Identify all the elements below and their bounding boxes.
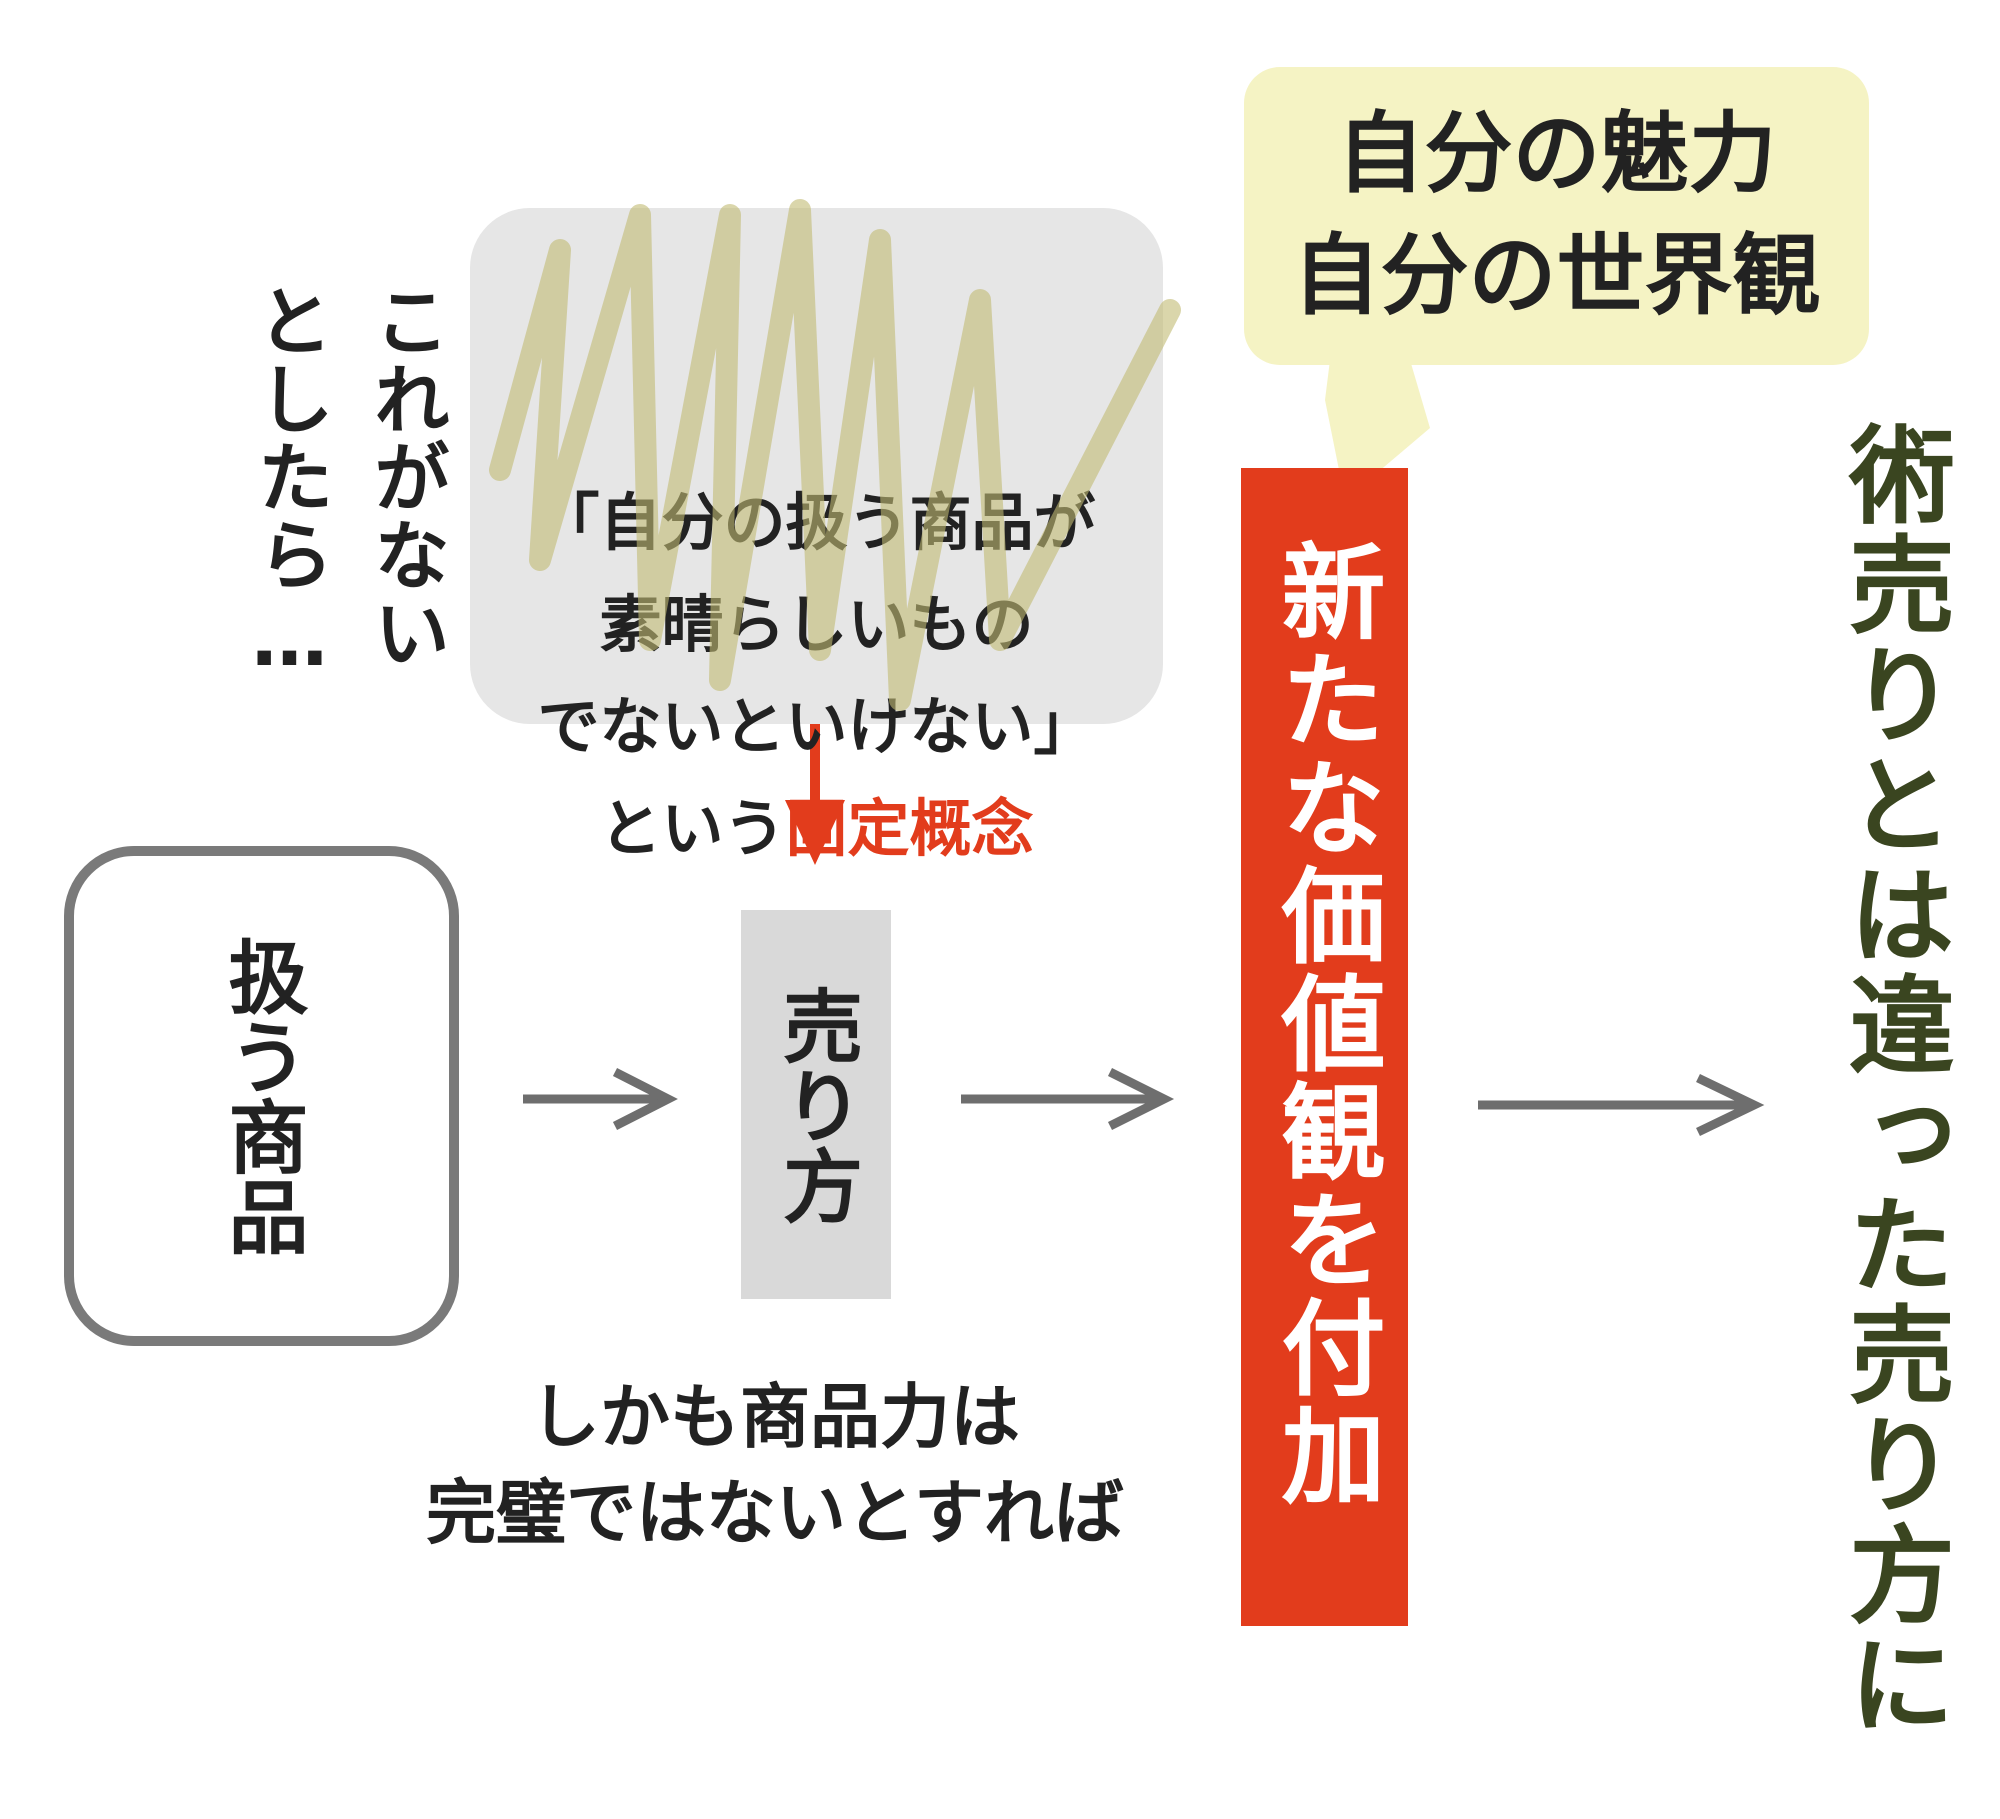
yellow-pointer bbox=[1325, 360, 1430, 500]
fixed-idea-line: 「自分の扱う商品が bbox=[537, 486, 1096, 559]
fixed-idea-bubble: 「自分の扱う商品が 素晴らしいもの でないといけない」 という固定概念 bbox=[470, 208, 1163, 860]
fixed-idea-highlight: 固定概念 bbox=[785, 792, 1034, 865]
fixed-idea-line: 素晴らしいもの bbox=[599, 588, 1034, 661]
fixed-idea-line: という固定概念 bbox=[470, 798, 1163, 860]
new-value-bar: 新たな価値観を付加 bbox=[1241, 468, 1408, 1626]
arrow-value-to-result bbox=[1478, 1073, 1765, 1137]
appeal-line: 自分の世界観 bbox=[1292, 224, 1821, 327]
bottom-note-line: 完璧ではないとすれば bbox=[426, 1472, 1124, 1554]
bottom-note-line: しかも商品力は bbox=[530, 1376, 1020, 1458]
condition-line-1: これがない bbox=[361, 282, 450, 672]
arrow-selling-to-value bbox=[961, 1067, 1175, 1131]
product-box: 扱う商品 bbox=[64, 846, 459, 1346]
result-label: 術売りとは違った売り方に bbox=[1831, 420, 1954, 1740]
new-value-label: 新たな価値観を付加 bbox=[1263, 538, 1385, 1510]
arrow-product-to-selling bbox=[523, 1067, 678, 1131]
selling-method-box: 売り方 bbox=[741, 910, 891, 1299]
appeal-box: 自分の魅力 自分の世界観 bbox=[1244, 67, 1869, 365]
appeal-line: 自分の魅力 bbox=[1336, 102, 1777, 205]
selling-method-label: 売り方 bbox=[770, 984, 863, 1225]
fixed-idea-prefix: という bbox=[599, 792, 786, 865]
red-down-arrow bbox=[785, 705, 845, 865]
product-label: 扱う商品 bbox=[215, 936, 309, 1256]
condition-line-2: としたら… bbox=[245, 282, 334, 685]
fixed-idea-line: でないといけない」 bbox=[537, 690, 1096, 763]
